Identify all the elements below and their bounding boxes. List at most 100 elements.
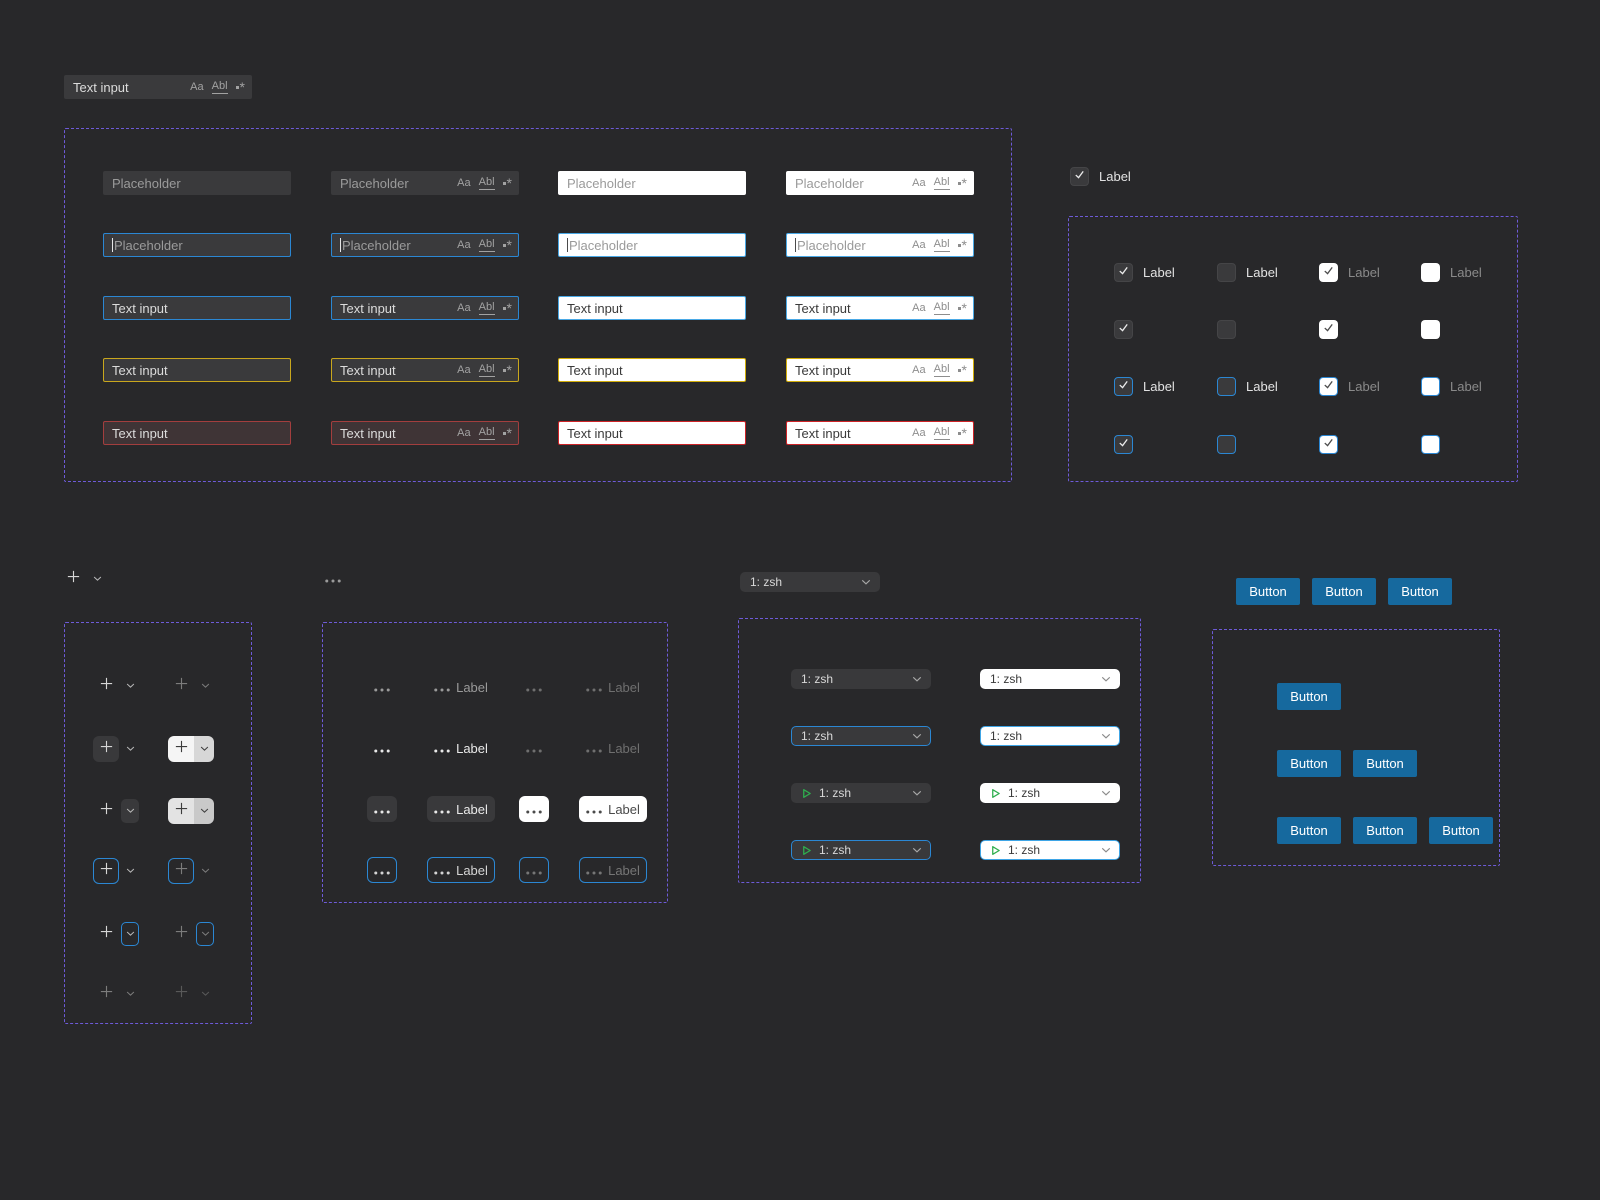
shell-dropdown[interactable]: 1: zsh xyxy=(980,669,1120,689)
plus-button[interactable] xyxy=(93,673,119,699)
whole-word-icon[interactable]: Abl xyxy=(478,362,495,377)
primary-button[interactable]: Button xyxy=(1353,817,1417,844)
whole-word-icon[interactable]: Abl xyxy=(933,237,950,252)
whole-word-icon[interactable]: Abl xyxy=(933,175,950,190)
plus-chevron-button[interactable] xyxy=(196,922,214,946)
regex-icon[interactable]: * xyxy=(502,363,512,377)
text-input[interactable]: Text input xyxy=(103,358,291,382)
primary-button[interactable]: Button xyxy=(1277,817,1341,844)
overflow-button[interactable] xyxy=(318,565,348,591)
plus-button[interactable] xyxy=(168,981,194,1007)
text-input[interactable]: Text input xyxy=(558,358,746,382)
primary-button[interactable]: Button xyxy=(1236,578,1300,605)
whole-word-icon[interactable]: Abl xyxy=(211,79,228,94)
whole-word-icon[interactable]: Abl xyxy=(933,362,950,377)
shell-dropdown[interactable]: 1: zsh xyxy=(791,783,931,803)
checkbox[interactable] xyxy=(1114,435,1133,454)
plus-button[interactable] xyxy=(93,981,119,1007)
plus-chevron-button[interactable] xyxy=(121,922,139,946)
checkbox[interactable] xyxy=(1217,377,1236,396)
text-input[interactable]: Placeholder xyxy=(103,233,291,257)
whole-word-icon[interactable]: Abl xyxy=(478,237,495,252)
plus-chevron-button[interactable] xyxy=(196,674,214,698)
shell-dropdown[interactable]: 1: zsh xyxy=(791,669,931,689)
overflow-button[interactable] xyxy=(367,857,397,883)
checkbox[interactable] xyxy=(1217,263,1236,282)
regex-icon[interactable]: * xyxy=(502,426,512,440)
checkbox[interactable] xyxy=(1217,320,1236,339)
text-input[interactable]: Text input xyxy=(103,421,291,445)
plus-button[interactable] xyxy=(93,921,119,947)
primary-button[interactable]: Button xyxy=(1277,750,1341,777)
text-input[interactable]: Placeholder xyxy=(558,171,746,195)
plus-button[interactable] xyxy=(93,858,119,884)
whole-word-icon[interactable]: Abl xyxy=(933,300,950,315)
plus-chevron-button[interactable] xyxy=(194,736,214,762)
match-case-icon[interactable]: Aa xyxy=(457,426,471,439)
regex-icon[interactable]: * xyxy=(502,238,512,252)
whole-word-icon[interactable]: Abl xyxy=(933,425,950,440)
regex-icon[interactable]: * xyxy=(502,301,512,315)
checkbox[interactable] xyxy=(1319,377,1338,396)
match-case-icon[interactable]: Aa xyxy=(457,176,471,189)
primary-button[interactable]: Button xyxy=(1388,578,1452,605)
plus-button[interactable] xyxy=(93,798,119,824)
match-case-icon[interactable]: Aa xyxy=(457,238,471,251)
shell-dropdown[interactable]: 1: zsh xyxy=(980,840,1120,860)
checkbox[interactable] xyxy=(1319,320,1338,339)
plus-chevron-button[interactable] xyxy=(88,567,106,591)
text-input[interactable]: Text input xyxy=(558,296,746,320)
text-input[interactable]: Text input xyxy=(558,421,746,445)
overflow-button[interactable]: Label xyxy=(427,857,495,883)
plus-button[interactable] xyxy=(168,736,194,762)
match-case-icon[interactable]: Aa xyxy=(190,80,204,93)
regex-icon[interactable]: * xyxy=(957,238,967,252)
whole-word-icon[interactable]: Abl xyxy=(478,300,495,315)
checkbox[interactable] xyxy=(1114,320,1133,339)
overflow-button[interactable]: Label xyxy=(427,796,495,822)
checkbox[interactable] xyxy=(1421,377,1440,396)
match-case-icon[interactable]: Aa xyxy=(912,301,926,314)
plus-chevron-button[interactable] xyxy=(121,859,139,883)
plus-button[interactable] xyxy=(168,858,194,884)
overflow-button[interactable]: Label xyxy=(579,674,647,700)
overflow-button[interactable]: Label xyxy=(579,735,647,761)
shell-dropdown[interactable]: 1: zsh xyxy=(791,840,931,860)
regex-icon[interactable]: * xyxy=(957,301,967,315)
plus-chevron-button[interactable] xyxy=(121,799,139,823)
overflow-button[interactable] xyxy=(519,735,549,761)
plus-chevron-button[interactable] xyxy=(121,674,139,698)
primary-button[interactable]: Button xyxy=(1353,750,1417,777)
match-case-icon[interactable]: Aa xyxy=(912,363,926,376)
plus-button[interactable] xyxy=(93,736,119,762)
match-case-icon[interactable]: Aa xyxy=(457,363,471,376)
match-case-icon[interactable]: Aa xyxy=(912,176,926,189)
overflow-button[interactable]: Label xyxy=(579,796,647,822)
plus-button[interactable] xyxy=(168,921,194,947)
whole-word-icon[interactable]: Abl xyxy=(478,175,495,190)
whole-word-icon[interactable]: Abl xyxy=(478,425,495,440)
plus-button[interactable] xyxy=(168,673,194,699)
overflow-button[interactable]: Label xyxy=(427,674,495,700)
overflow-button[interactable] xyxy=(367,735,397,761)
match-case-icon[interactable]: Aa xyxy=(457,301,471,314)
checkbox[interactable] xyxy=(1114,377,1133,396)
match-case-icon[interactable]: Aa xyxy=(912,426,926,439)
primary-button[interactable]: Button xyxy=(1312,578,1376,605)
regex-icon[interactable]: * xyxy=(502,176,512,190)
shell-dropdown[interactable]: 1: zsh xyxy=(980,726,1120,746)
primary-button[interactable]: Button xyxy=(1277,683,1341,710)
text-input[interactable]: Placeholder xyxy=(103,171,291,195)
regex-icon[interactable]: * xyxy=(235,80,245,94)
